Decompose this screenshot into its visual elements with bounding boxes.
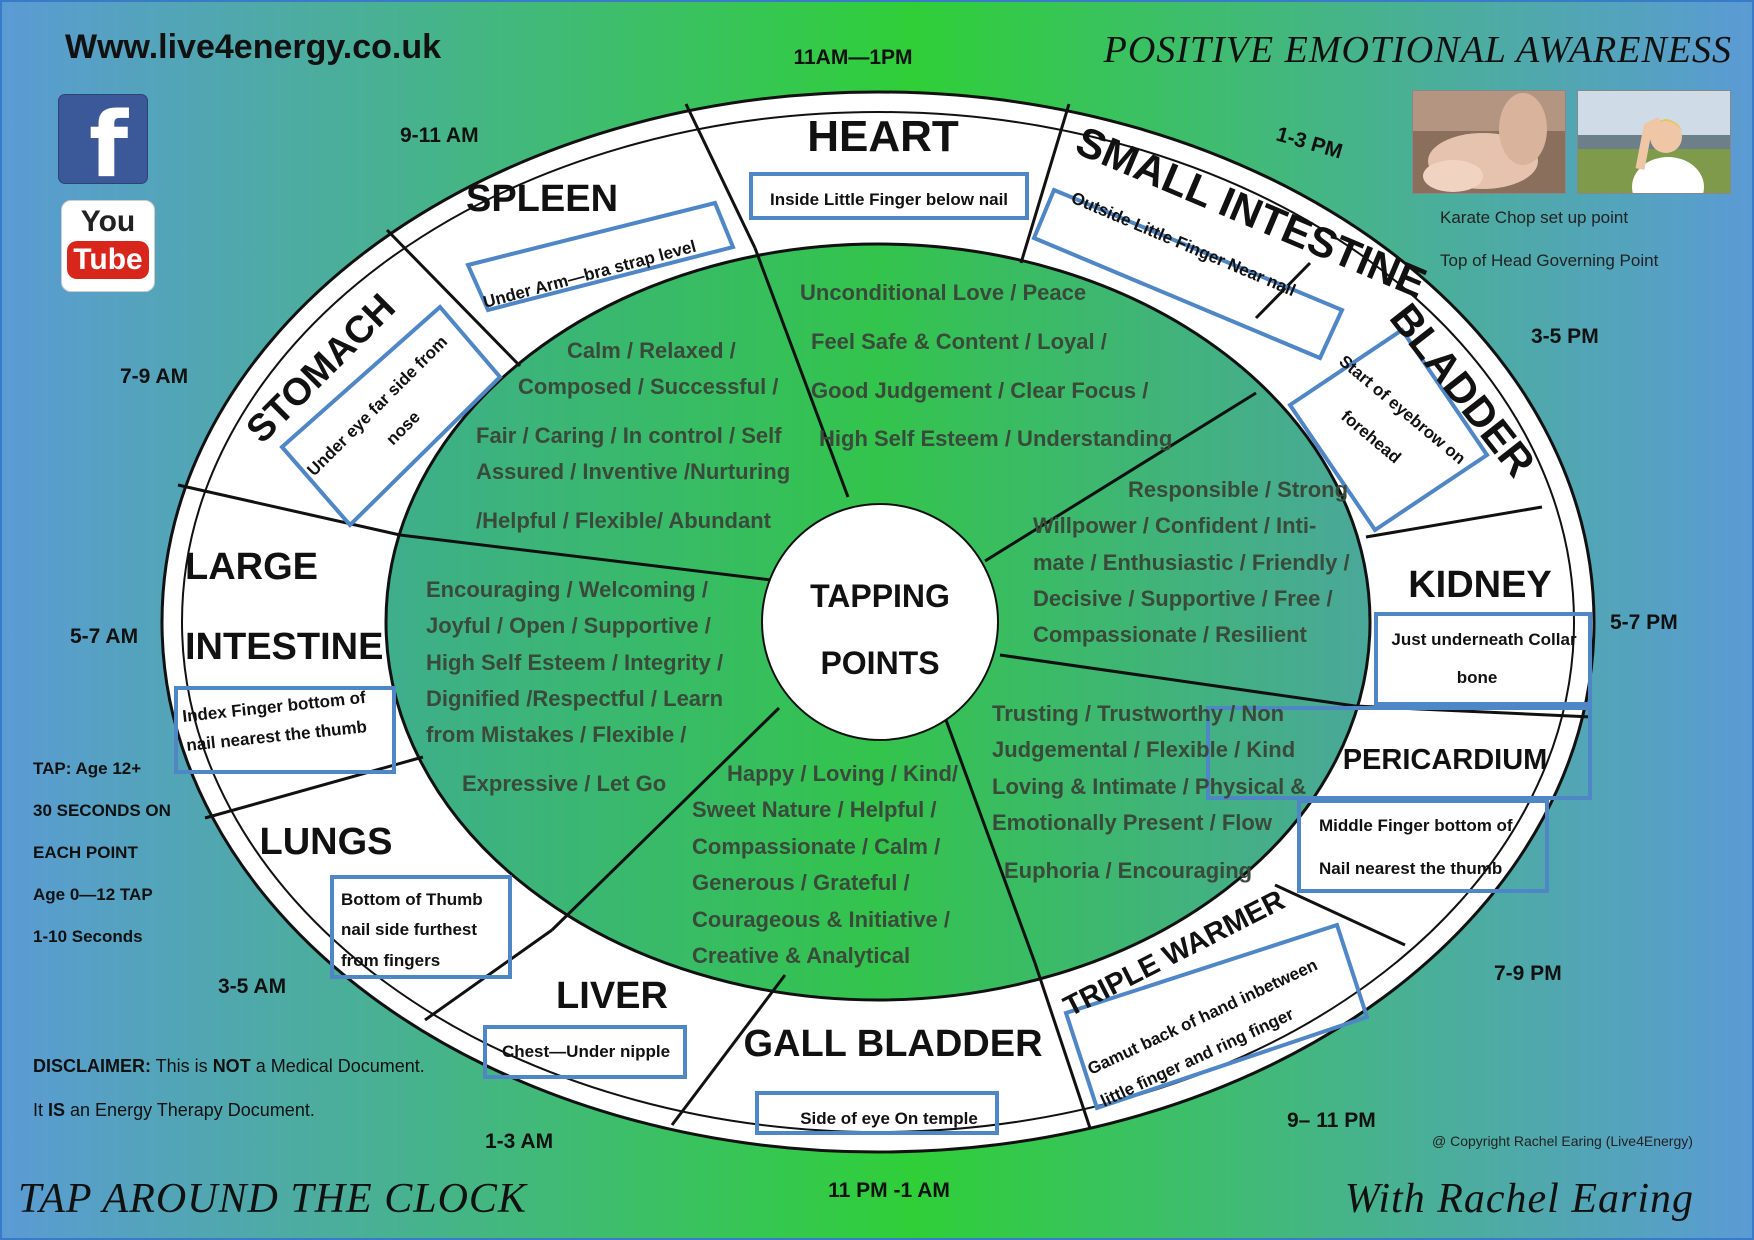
tap-instruction: TAP: Age 12+ — [33, 759, 142, 778]
emotion-line: Trusting / Trustworthy / Non — [992, 701, 1284, 726]
emotion-line: Creative & Analytical — [692, 943, 910, 968]
point-text: nose — [382, 407, 423, 448]
emotion-line: Willpower / Confident / Inti- — [1033, 513, 1316, 538]
emotion-line: Loving & Intimate / Physical & — [992, 774, 1306, 799]
emotion-line: Assured / Inventive /Nurturing — [476, 459, 790, 484]
emotion-line: Feel Safe & Content / Loyal / — [811, 329, 1107, 354]
tap-instruction: 30 SECONDS ON — [33, 801, 171, 820]
point-text: nail side furthest — [341, 920, 477, 939]
time-label: 7-9 AM — [120, 365, 188, 388]
emotion-line: Decisive / Supportive / Free / — [1033, 586, 1333, 611]
meridian-name: GALL BLADDER — [743, 1023, 1042, 1065]
page-title: POSITIVE EMOTIONAL AWARENESS — [1103, 29, 1732, 71]
time-label: 9– 11 PM — [1287, 1109, 1376, 1132]
time-label: 3-5 AM — [218, 975, 286, 998]
emotion-line: Happy / Loving / Kind/ — [727, 761, 958, 786]
point-text: bone — [1457, 668, 1498, 687]
emotion-line: High Self Esteem / Integrity / — [426, 650, 723, 675]
emotion-line: High Self Esteem / Understanding — [819, 426, 1172, 451]
emotion-line: Judgemental / Flexible / Kind — [992, 737, 1295, 762]
footer-right: With Rachel Earing — [1344, 1176, 1694, 1222]
tap-instruction: EACH POINT — [33, 843, 138, 862]
point-text: Bottom of Thumb — [341, 890, 483, 909]
disclaimer-label: DISCLAIMER: — [33, 1056, 151, 1076]
emotion-line: Unconditional Love / Peace — [800, 280, 1086, 305]
meridian-name: STOMACH — [239, 286, 404, 451]
point-text: from fingers — [341, 951, 440, 970]
emotion-line: /Helpful / Flexible/ Abundant — [476, 508, 772, 533]
disclaimer-text: It — [33, 1100, 49, 1120]
emotion-line: Emotionally Present / Flow — [992, 810, 1273, 835]
emotion-line: Dignified /Respectful / Learn — [426, 686, 723, 711]
emotion-line: Compassionate / Resilient — [1033, 622, 1308, 647]
disclaimer-is: IS — [48, 1100, 66, 1120]
time-label: 11 PM -1 AM — [828, 1179, 950, 1202]
meridian-name: HEART — [807, 112, 959, 161]
emotion-line: Responsible / Strong — [1128, 477, 1348, 502]
tap-instruction: 1-10 Seconds — [33, 927, 143, 946]
emotion-line: Courageous & Initiative / — [692, 907, 950, 932]
facebook-icon[interactable]: f — [59, 95, 147, 191]
tap-instruction: Age 0—12 TAP — [33, 885, 153, 904]
meridian-name: LIVER — [556, 975, 668, 1017]
time-label: 7-9 PM — [1494, 962, 1562, 985]
center-title-2: POINTS — [820, 645, 939, 681]
disclaimer-text: a Medical Document. — [250, 1056, 425, 1076]
copyright: @ Copyright Rachel Earing (Live4Energy) — [1432, 1133, 1693, 1149]
disclaimer-text: an Energy Therapy Document. — [65, 1100, 315, 1120]
point-text: Inside Little Finger below nail — [770, 190, 1008, 209]
top-of-head-photo — [1577, 90, 1731, 194]
emotion-line: Encouraging / Welcoming / — [426, 577, 708, 602]
disclaimer-text: This is — [151, 1056, 213, 1076]
center-circle — [761, 503, 999, 741]
youtube-you: You — [80, 205, 136, 238]
emotion-line: mate / Enthusiastic / Friendly / — [1033, 550, 1350, 575]
time-label: 11AM—1PM — [793, 46, 912, 69]
center-title-1: TAPPING — [810, 578, 950, 614]
meridian-name: PERICARDIUM — [1343, 744, 1548, 776]
emotion-line: Good Judgement / Clear Focus / — [811, 378, 1148, 403]
website-link[interactable]: Www.live4energy.co.uk — [65, 28, 442, 66]
point-text: Chest—Under nipple — [502, 1042, 670, 1061]
emotion-line: Fair / Caring / In control / Self — [476, 423, 782, 448]
karate-caption: Karate Chop set up point — [1440, 208, 1629, 227]
point-text: Middle Finger bottom of — [1319, 816, 1513, 835]
point-text: Just underneath Collar — [1391, 630, 1577, 649]
time-label: 1-3 PM — [1274, 123, 1345, 164]
youtube-icon[interactable]: You Tube — [61, 200, 155, 292]
emotion-line: Joyful / Open / Supportive / — [426, 613, 711, 638]
point-text: Side of eye On temple — [800, 1109, 978, 1128]
point-text: Under Arm—bra strap level — [481, 237, 698, 312]
time-label: 3-5 PM — [1531, 325, 1599, 348]
disclaimer-line-2: It IS an Energy Therapy Document. — [33, 1088, 315, 1132]
time-label: 1-3 AM — [485, 1130, 553, 1153]
emotion-line: Expressive / Let Go — [462, 771, 666, 796]
time-label: 9-11 AM — [400, 124, 479, 147]
time-label: 5-7 PM — [1610, 611, 1678, 634]
emotion-line: Sweet Nature / Helpful / — [692, 797, 937, 822]
meridian-name: LARGE — [185, 546, 318, 588]
footer-left: TAP AROUND THE CLOCK — [18, 1176, 527, 1222]
karate-chop-photo — [1412, 90, 1566, 194]
emotion-line: Composed / Successful / — [518, 374, 778, 399]
facebook-letter: f — [89, 93, 129, 198]
meridian-name: SPLEEN — [466, 178, 618, 220]
meridian-name: LUNGS — [260, 821, 393, 863]
meridian-name: KIDNEY — [1408, 564, 1552, 606]
point-text: Nail nearest the thumb — [1319, 859, 1502, 878]
disclaimer-line-1: DISCLAIMER: This is NOT a Medical Docume… — [33, 1044, 425, 1088]
youtube-tube: Tube — [67, 241, 149, 279]
head-caption: Top of Head Governing Point — [1440, 251, 1659, 270]
emotion-line: Calm / Relaxed / — [567, 338, 736, 363]
meridian-name: INTESTINE — [185, 626, 383, 668]
disclaimer-not: NOT — [212, 1056, 251, 1076]
emotion-line: Generous / Grateful / — [692, 870, 910, 895]
time-label: 5-7 AM — [70, 625, 138, 648]
emotion-line: Euphoria / Encouraging — [1004, 858, 1252, 883]
emotion-line: Compassionate / Calm / — [692, 834, 940, 859]
emotion-line: from Mistakes / Flexible / — [426, 722, 686, 747]
